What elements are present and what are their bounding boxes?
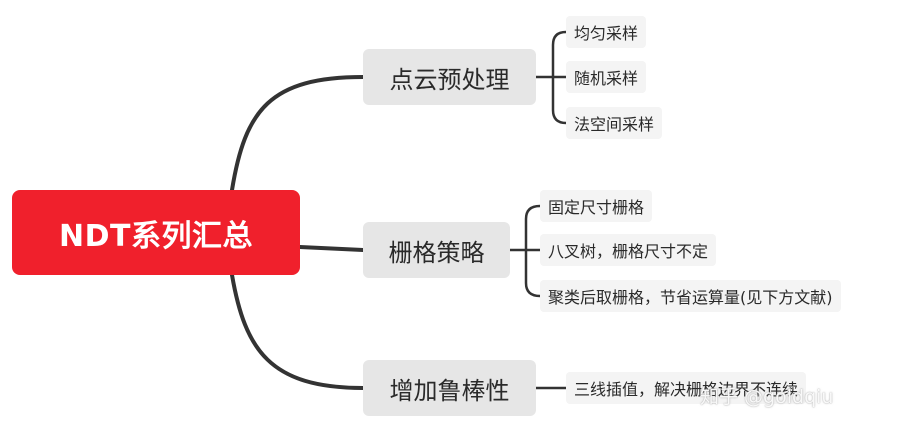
leaf-normal-space-sampling: 法空间采样 — [566, 107, 663, 139]
connector-root-to-robustness — [230, 273, 365, 390]
branch-grid-strategy: 栅格策略 — [363, 222, 510, 278]
branch-robustness: 增加鲁棒性 — [363, 360, 536, 416]
leaf-octree-grid: 八叉树，栅格尺寸不定 — [540, 234, 717, 266]
leaf-fixed-grid: 固定尺寸栅格 — [540, 190, 653, 222]
root-node: NDT系列汇总 — [12, 190, 300, 275]
connector-root-to-preprocess — [230, 75, 365, 192]
leaf-trilinear-interpolation: 三线插值，解决栅格边界不连续 — [566, 372, 807, 404]
watermark: 知乎 @goldqiu — [700, 386, 834, 408]
branch-preprocess: 点云预处理 — [363, 49, 536, 105]
leaf-cluster-grid: 聚类后取栅格，节省运算量(见下方文献) — [540, 280, 841, 312]
leaf-uniform-sampling: 均匀采样 — [566, 16, 647, 48]
leaf-random-sampling: 随机采样 — [566, 61, 647, 93]
connector-root-to-grid — [298, 245, 365, 252]
